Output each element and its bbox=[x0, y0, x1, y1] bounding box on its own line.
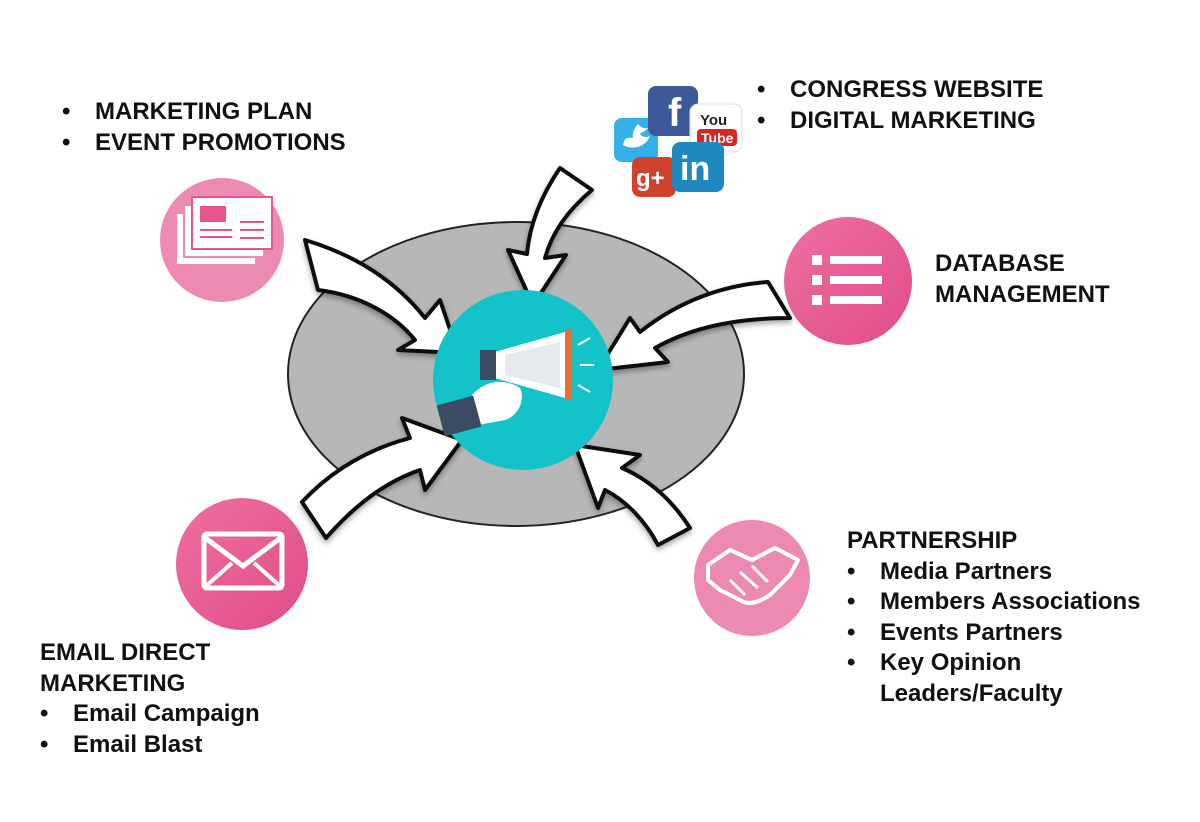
list-item: Members Associations bbox=[847, 587, 1177, 618]
linkedin-icon bbox=[672, 142, 724, 192]
email-heading-line1: EMAIL DIRECT bbox=[40, 639, 211, 666]
database-heading-line1: DATABASE bbox=[935, 250, 1065, 277]
youtube-label-you: You bbox=[700, 112, 727, 129]
list-item: EVENT PROMOTIONS bbox=[62, 128, 346, 159]
envelope-icon bbox=[176, 498, 308, 630]
linkedin-label: in bbox=[680, 150, 710, 188]
digital-block: CONGRESS WEBSITE DIGITAL MARKETING bbox=[757, 75, 1043, 136]
list-item: Email Blast bbox=[40, 730, 260, 761]
postcards-icon bbox=[160, 178, 284, 302]
megaphone-icon bbox=[436, 330, 594, 437]
handshake-icon bbox=[694, 520, 810, 636]
marketing-plan-block: MARKETING PLAN EVENT PROMOTIONS bbox=[62, 97, 346, 158]
facebook-label: f bbox=[668, 91, 682, 135]
email-marketing-block: EMAIL DIRECT MARKETING Email Campaign Em… bbox=[40, 638, 260, 760]
list-item: Media Partners bbox=[847, 557, 1177, 588]
list-item: Email Campaign bbox=[40, 699, 260, 730]
database-block: DATABASE MANAGEMENT bbox=[935, 249, 1110, 310]
arrow-right bbox=[596, 280, 792, 372]
list-item: Key Opinion Leaders/Faculty bbox=[847, 648, 1080, 709]
googleplus-label: g+ bbox=[636, 165, 665, 192]
database-heading-line2: MANAGEMENT bbox=[935, 280, 1110, 308]
list-item: DIGITAL MARKETING bbox=[757, 106, 1043, 137]
list-icon bbox=[784, 217, 912, 345]
list-item: Events Partners bbox=[847, 618, 1177, 649]
facebook-icon bbox=[648, 86, 698, 136]
arrow-top bbox=[506, 166, 594, 307]
arrow-top-left bbox=[303, 238, 460, 355]
googleplus-icon bbox=[632, 157, 676, 197]
partnership-heading: PARTNERSHIP bbox=[847, 527, 1018, 554]
list-item: CONGRESS WEBSITE bbox=[757, 75, 1043, 106]
social-media-icons: f You Tube g+ in bbox=[614, 86, 743, 197]
partnership-block: PARTNERSHIP Media Partners Members Assoc… bbox=[847, 526, 1177, 709]
list-item: MARKETING PLAN bbox=[62, 97, 346, 128]
email-heading-line2: MARKETING bbox=[40, 669, 186, 697]
